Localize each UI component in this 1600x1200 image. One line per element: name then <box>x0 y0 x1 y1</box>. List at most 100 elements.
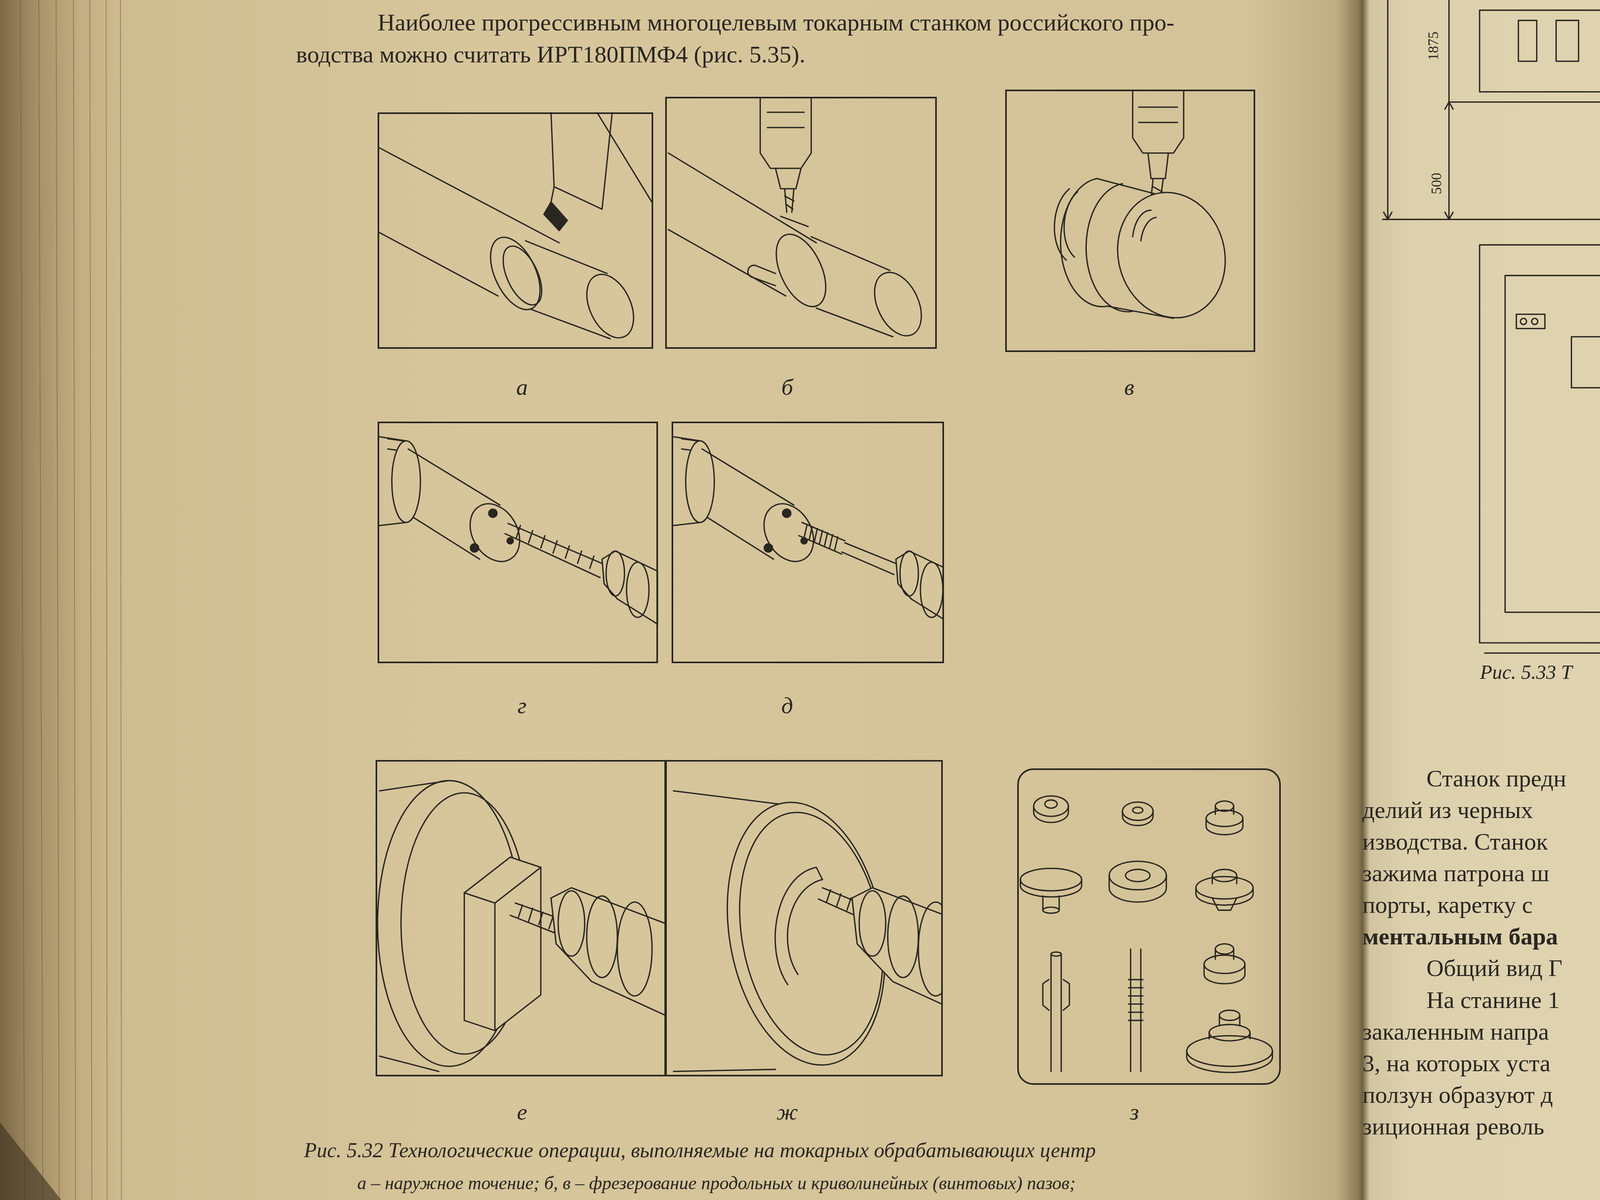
page-stack-edges-part <box>56 0 60 1200</box>
page-text: На станине 1 <box>1426 986 1560 1014</box>
curved-slot-sketch-part <box>673 1069 776 1072</box>
drilling-sketch-part <box>606 551 625 596</box>
tapping-sketch-part-part <box>798 522 845 554</box>
drilling-sketch-part <box>626 562 649 618</box>
turning-sketch-part <box>596 112 653 205</box>
page-text-text: зиционная револь <box>1362 1113 1545 1140</box>
parts-sketch-part <box>1042 907 1060 914</box>
parts-sketch-part <box>1215 944 1234 955</box>
parts-sketch-part <box>1033 796 1069 817</box>
page-text-text: ползун образуют д <box>1362 1081 1553 1108</box>
page-text-text: зажима патрона ш <box>1362 860 1550 887</box>
page-text-text: Общий вид Г <box>1426 954 1563 982</box>
parts-sketch-part <box>1128 979 1143 1021</box>
tapping-sketch-part-part <box>896 551 944 625</box>
turning-sketch <box>379 112 654 346</box>
page-text: изводства. Станок <box>1362 828 1548 856</box>
drilling-sketch-part <box>488 509 497 518</box>
curved-slot-sketch <box>673 789 943 1077</box>
page-text: зиционная револь <box>1362 1112 1545 1141</box>
machine-outline-part <box>1505 275 1600 613</box>
page-text-text: Станок предн <box>1426 765 1567 792</box>
machine-outline-part <box>1518 20 1537 62</box>
dimension-number: 500 <box>1428 172 1445 195</box>
page-text: а – наружное точение; б, в – фрезеровани… <box>357 1172 1076 1194</box>
machine-outline-part <box>1479 10 1600 92</box>
panel-letter-text: е <box>516 1098 528 1125</box>
tapping-sketch-part <box>673 436 944 625</box>
parts-sketch-part <box>1130 948 1142 1072</box>
slot-milling-sketch-part <box>811 236 890 271</box>
panel-letter-text: ж <box>776 1098 798 1125</box>
panel-letter-text: з <box>1130 1098 1140 1125</box>
parts-sketch-part <box>1204 955 1245 974</box>
page-text-text: 3, на которых уста <box>1362 1050 1551 1077</box>
slot-milling-sketch-part <box>767 112 804 128</box>
page-text: Рис. 5.33 Т <box>1480 660 1573 684</box>
curved-slot-sketch-part <box>816 867 823 880</box>
tapping-sketch-part-part <box>804 524 838 550</box>
panel-letter-text: г <box>517 692 527 719</box>
machine-outline-part <box>1516 314 1545 329</box>
machine-outline <box>1382 0 1600 654</box>
machine-outline-part <box>1531 318 1538 325</box>
tapping-sketch-part-part <box>842 542 898 575</box>
panel-letter: г <box>517 694 527 718</box>
page-text: ментальным бара <box>1362 922 1558 951</box>
turning-sketch-part <box>544 202 568 231</box>
cross-drilling-sketch <box>377 780 666 1072</box>
panel-letter-text: а <box>516 374 528 400</box>
tapping-sketch-part-part <box>764 544 773 552</box>
helical-milling-sketch-part <box>1060 178 1107 307</box>
parts-sketch-part <box>1209 1024 1250 1041</box>
slot-milling-sketch-part <box>748 265 776 286</box>
panel-letter: в <box>1124 375 1134 399</box>
tapping-sketch-part-part <box>920 562 943 618</box>
page-text: 3, на которых уста <box>1362 1049 1551 1078</box>
dimension-number-text: 500 <box>1428 172 1445 195</box>
page-stack-edges-part <box>20 0 25 1200</box>
page-text: порты, каретку с <box>1362 891 1533 919</box>
panel-letter-text: д <box>781 692 793 719</box>
slot-milling-sketch-part <box>668 153 817 243</box>
helical-milling-sketch-part <box>1132 210 1157 242</box>
operation-panel: е <box>375 760 666 1077</box>
slot-milling-sketch-part <box>865 264 931 344</box>
parts-sketch-part <box>1204 964 1245 984</box>
turning-sketch-part <box>551 112 613 210</box>
parts-sketch-part <box>1020 879 1082 897</box>
page-stack-edges-part <box>106 0 108 1200</box>
parts-sketch-part <box>1215 948 1234 960</box>
machine-outline-part <box>1520 318 1527 325</box>
parts-sketch-part <box>1212 898 1237 911</box>
page-text-text: порты, каретку с <box>1362 891 1533 918</box>
tapping-sketch-part-part <box>754 494 824 571</box>
page-text-text: а – наружное точение; б, в – фрезеровани… <box>357 1172 1076 1194</box>
parts-sketch-part <box>1109 875 1167 902</box>
corner-shadow <box>0 1122 62 1200</box>
machine-outline-part <box>1571 336 1600 388</box>
cross-drilling-sketch-part <box>551 887 666 1016</box>
turning-sketch-part <box>495 240 550 311</box>
helical-milling-sketch-part <box>1148 153 1169 179</box>
curved-slot-sketch-part <box>826 889 851 910</box>
curved-slot-sketch-part-part <box>887 896 919 978</box>
parts-sketch-part <box>1033 806 1069 823</box>
page-text-text: Наиболее прогрессивным многоцелевым тока… <box>377 9 1175 36</box>
turning-sketch-part <box>379 232 498 296</box>
operation-panel: б <box>665 96 937 349</box>
helical-milling-sketch-part <box>1138 107 1178 123</box>
slot-milling-sketch-part <box>780 216 809 227</box>
parts-sketch-part <box>1196 876 1254 899</box>
page-text-text: изводства. Станок <box>1362 828 1548 855</box>
page-text: ползун образуют д <box>1362 1081 1553 1109</box>
slot-milling-sketch-part <box>668 229 786 296</box>
turning-sketch-part <box>480 229 550 318</box>
drilling-sketch-part <box>516 525 594 569</box>
operation-panel: з <box>1017 768 1281 1085</box>
page-stack-edges-part <box>89 0 92 1200</box>
illustration-part <box>377 0 1600 1078</box>
cross-drilling-sketch-part <box>617 902 652 996</box>
